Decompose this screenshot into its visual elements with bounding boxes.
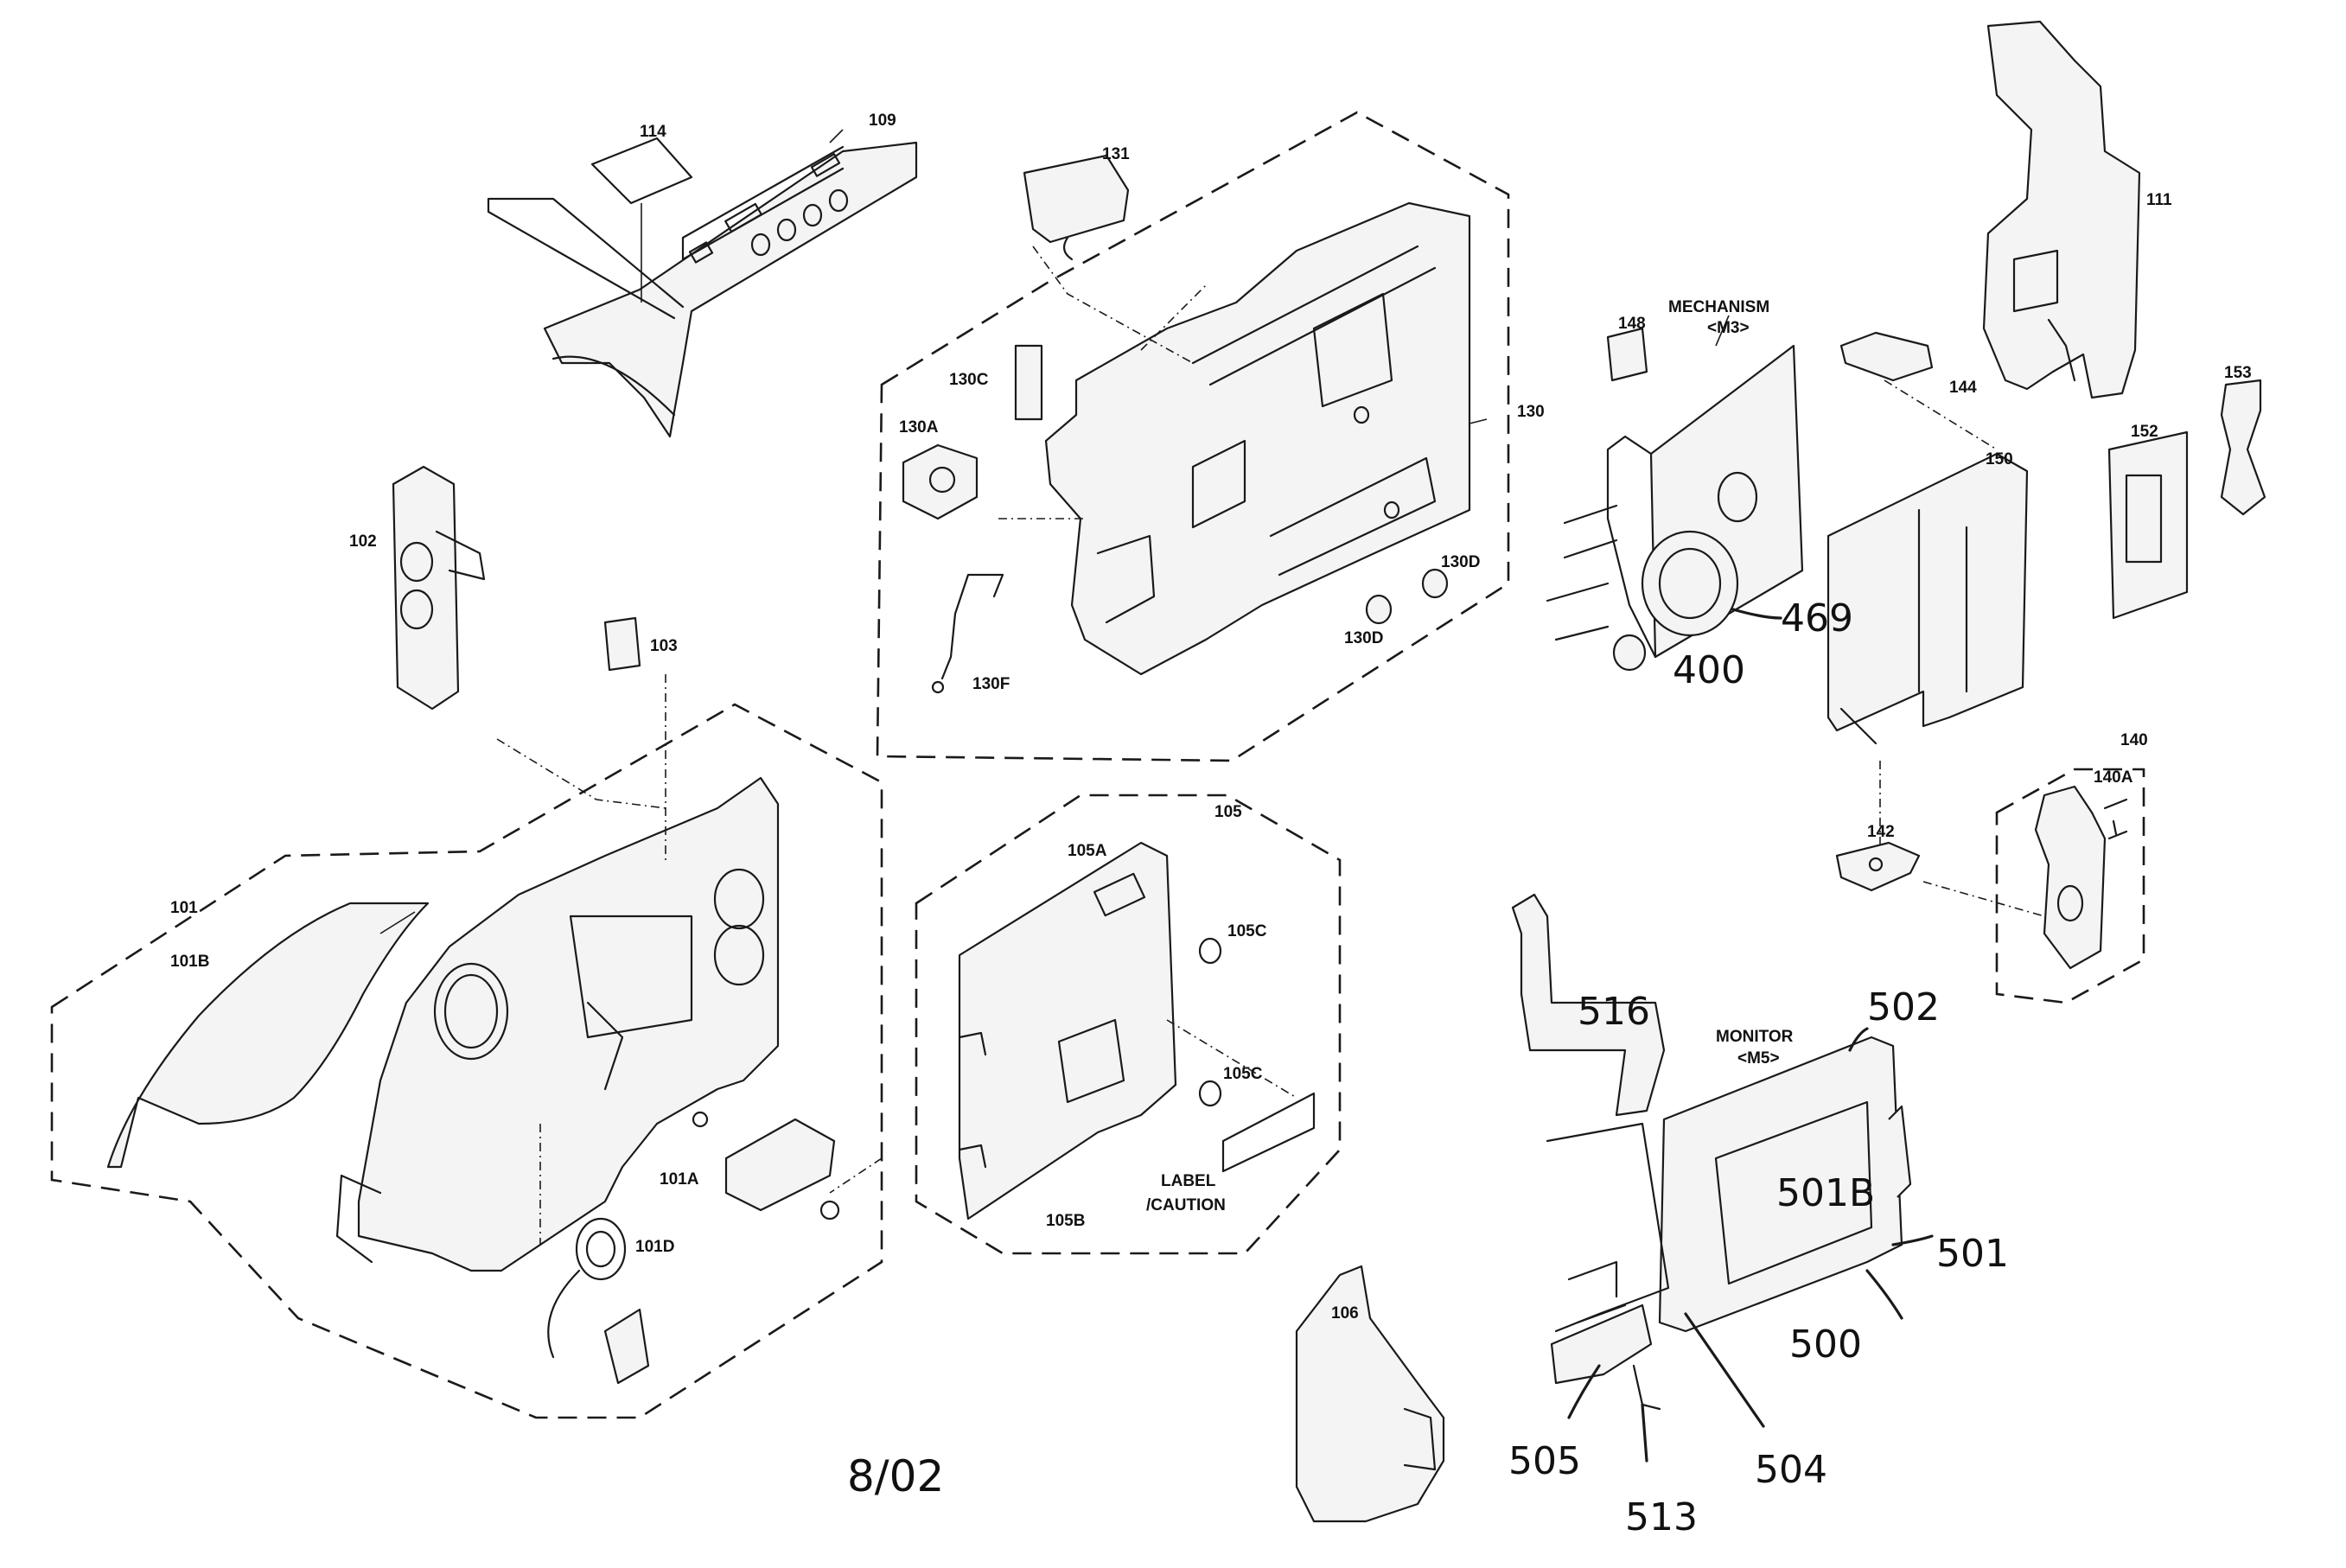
part-130-main-chassis: [1044, 201, 1471, 676]
label-130: 130: [1517, 403, 1545, 421]
label-105C-upper: 105C: [1227, 922, 1267, 940]
part-monitor-m5: [1546, 1036, 1912, 1333]
part-106-lens-cover: [1295, 1265, 1445, 1523]
part-130A-microphone: [902, 443, 979, 520]
part-140A-small: [2103, 798, 2128, 840]
label-130D-right: 130D: [1441, 553, 1480, 571]
label-106: 106: [1331, 1304, 1359, 1323]
part-mechanism-m3: [1546, 327, 1804, 672]
label-103: 103: [650, 637, 678, 655]
handwritten-469: 469: [1781, 596, 1853, 641]
label-144: 144: [1949, 379, 1977, 397]
label-101: 101: [170, 899, 198, 917]
part-101-front-frame: [335, 776, 780, 1272]
part-130D-bushing: [1365, 568, 1449, 625]
part-label-caution-sticker: [1221, 1092, 1316, 1173]
label-105C-lower: 105C: [1223, 1065, 1263, 1083]
label-102: 102: [349, 532, 377, 551]
label-114: 114: [640, 123, 666, 141]
part-109-top-handle: [487, 141, 918, 438]
label-mechanism-code: <M3>: [1707, 319, 1750, 337]
label-153: 153: [2224, 364, 2252, 382]
label-140A: 140A: [2094, 768, 2133, 787]
label-101A: 101A: [660, 1170, 699, 1189]
part-130C-tape: [1014, 344, 1043, 421]
part-142-holder: [1835, 841, 1921, 892]
part-103-small-cover: [603, 616, 641, 672]
group-outline-101: [50, 703, 883, 1419]
part-105A-door-panel: [958, 841, 1177, 1221]
group-outline-140: [1995, 768, 2145, 1004]
label-148: 148: [1618, 315, 1646, 333]
label-105: 105: [1214, 803, 1242, 821]
date-note: 8/02: [847, 1451, 944, 1501]
handwritten-504: 504: [1755, 1448, 1827, 1492]
label-142: 142: [1867, 823, 1895, 841]
label-130C: 130C: [949, 371, 989, 389]
handwritten-400: 400: [1673, 648, 1745, 692]
label-105A: 105A: [1068, 842, 1107, 860]
label-101B: 101B: [170, 953, 209, 971]
handwritten-516: 516: [1578, 990, 1650, 1034]
label-101D: 101D: [635, 1238, 674, 1256]
part-105C-screws: [1198, 937, 1222, 1107]
part-505-513-lower-board: [1550, 1303, 1661, 1411]
label-caution-line2: /CAUTION: [1146, 1196, 1226, 1214]
label-105B: 105B: [1046, 1212, 1085, 1230]
label-pointers: [379, 129, 1730, 934]
label-152: 152: [2131, 423, 2158, 441]
part-131-shield-plate: [1023, 154, 1130, 261]
label-111: 111: [2146, 191, 2172, 209]
handwritten-505: 505: [1508, 1439, 1581, 1483]
part-111-side-frame: [1982, 20, 2141, 399]
part-152-cover: [2107, 430, 2189, 620]
group-outline-105: [915, 794, 1342, 1255]
part-102-side-panel: [392, 465, 486, 711]
handwritten-501: 501: [1936, 1232, 2009, 1276]
label-109: 109: [869, 112, 896, 130]
label-caution-line1: LABEL: [1161, 1172, 1216, 1190]
label-monitor-code: <M5>: [1737, 1049, 1780, 1068]
label-monitor: MONITOR: [1716, 1028, 1794, 1046]
handwritten-500: 500: [1789, 1323, 1862, 1367]
handwritten-pointers: [1567, 608, 1934, 1463]
handwritten-502: 502: [1867, 985, 1940, 1029]
label-140: 140: [2120, 731, 2148, 749]
part-101D-speaker: [547, 1217, 650, 1385]
label-mechanism: MECHANISM: [1668, 298, 1769, 316]
connection-leaders: [496, 245, 2045, 1245]
part-150-shield-case: [1826, 452, 2029, 745]
label-150: 150: [1986, 450, 2013, 468]
part-101B-grip-belt: [106, 902, 430, 1169]
label-130F: 130F: [972, 675, 1010, 693]
part-140-board: [2034, 785, 2107, 970]
part-114-label-sheet: [590, 137, 693, 303]
part-153-flex-cable: [2220, 379, 2266, 516]
handwritten-501B: 501B: [1776, 1171, 1875, 1215]
label-131: 131: [1102, 145, 1130, 163]
label-130A: 130A: [899, 418, 939, 437]
part-130F-cable: [931, 573, 1004, 694]
part-516-flex-cable: [1511, 893, 1666, 1117]
group-outline-130: [876, 111, 1510, 762]
handwritten-513: 513: [1625, 1495, 1698, 1539]
part-144-bracket: [1839, 331, 1934, 382]
label-130D-left: 130D: [1344, 629, 1383, 647]
part-101A-bracket: [692, 1111, 840, 1221]
